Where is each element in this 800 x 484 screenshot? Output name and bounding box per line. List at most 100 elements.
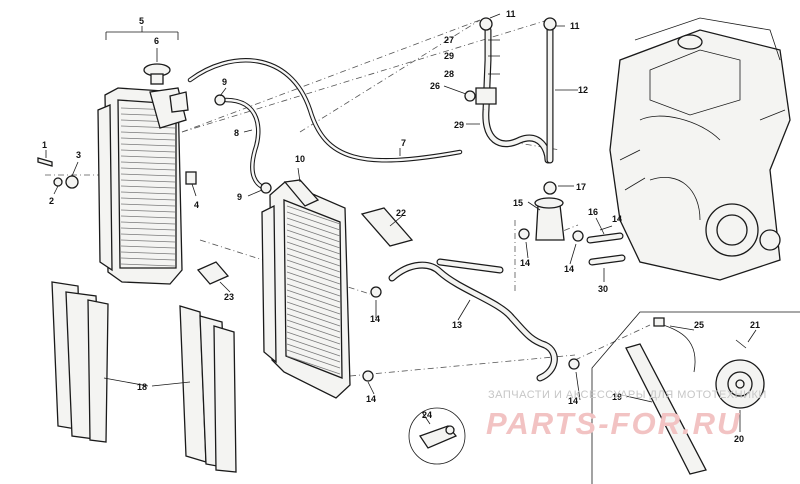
radiator-fin	[120, 143, 176, 147]
radiator-fin	[120, 161, 176, 165]
callout-26: 26	[430, 81, 440, 91]
radiator-fin	[120, 245, 176, 249]
radiator-fin	[120, 227, 176, 231]
radiator-fin	[120, 131, 176, 135]
radiator-fin	[120, 167, 176, 171]
callout-14-thermostat: 14	[520, 258, 530, 268]
radiator-fin	[120, 197, 176, 201]
radiator-fin	[286, 343, 341, 363]
overflow-hoses	[187, 58, 463, 191]
radiator-fin	[120, 251, 176, 255]
fan-inset	[591, 311, 800, 484]
radiator-fin	[286, 205, 341, 225]
callout-25: 25	[694, 320, 704, 330]
radiator-fin	[120, 137, 176, 141]
engine-outline	[609, 17, 791, 281]
radiator-fin	[120, 149, 176, 153]
upper-hose-assembly	[464, 26, 554, 164]
callout-12: 12	[578, 85, 588, 95]
radiator-shrouds	[51, 281, 237, 473]
radiator-fin	[286, 265, 341, 285]
radiator-fin	[286, 349, 341, 369]
radiator-fin	[286, 223, 341, 243]
radiator-right	[261, 179, 351, 399]
radiator-fin	[286, 271, 341, 291]
callout-6: 6	[154, 36, 159, 46]
callout-14-engine: 14	[612, 214, 622, 224]
radiator-fin	[286, 283, 341, 303]
bypass-hoses	[586, 232, 626, 266]
callout-numbers: 5 6 9 8 7 10 9 1 3 2 4 11 11 27 29 28 26…	[42, 9, 760, 444]
radiator-fin	[286, 331, 341, 351]
callout-10: 10	[295, 154, 305, 164]
callout-20: 20	[734, 434, 744, 444]
radiator-fin	[286, 247, 341, 267]
callout-24: 24	[422, 410, 432, 420]
radiator-fin	[120, 203, 176, 207]
radiator-fin	[286, 241, 341, 261]
thermostat-housing	[534, 197, 565, 241]
radiator-fin	[120, 233, 176, 237]
callout-15: 15	[513, 198, 523, 208]
watermark-logo-text: PARTS-FOR.RU	[486, 406, 741, 441]
radiator-fin	[120, 209, 176, 213]
callout-14-radiator: 14	[370, 314, 380, 324]
radiator-fin	[286, 253, 341, 273]
callout-29-upper: 29	[444, 51, 454, 61]
callout-22: 22	[396, 208, 406, 218]
radiator-fin	[120, 257, 176, 261]
callout-23: 23	[224, 292, 234, 302]
callout-29-lower: 29	[454, 120, 464, 130]
radiator-left	[97, 63, 189, 285]
callout-14-lower: 14	[366, 394, 376, 404]
radiator-fin	[120, 185, 176, 189]
callout-2: 2	[49, 196, 54, 206]
radiator-fin	[120, 191, 176, 195]
callout-18: 18	[137, 382, 147, 392]
radiator-fin	[120, 155, 176, 159]
callout-4: 4	[194, 200, 199, 210]
callout-16: 16	[588, 207, 598, 217]
callout-1: 1	[42, 140, 47, 150]
callout-9-lower: 9	[237, 192, 242, 202]
callout-11-right: 11	[570, 21, 580, 31]
radiator-fin	[286, 313, 341, 333]
bracket-inset	[408, 407, 466, 465]
radiator-fin	[120, 215, 176, 219]
callout-13: 13	[452, 320, 462, 330]
radiator-fin	[120, 221, 176, 225]
radiator-fin	[286, 337, 341, 357]
radiator-fin	[286, 277, 341, 297]
radiator-fin	[120, 173, 176, 177]
radiator-fin	[286, 211, 341, 231]
radiator-fin	[286, 289, 341, 309]
radiator-fin	[286, 301, 341, 321]
radiator-fin	[120, 125, 176, 129]
radiator-fin	[286, 259, 341, 279]
radiator-fin	[286, 325, 341, 345]
callout-30: 30	[598, 284, 608, 294]
callout-11-left: 11	[506, 9, 516, 19]
callout-14-mid: 14	[564, 264, 574, 274]
callout-27: 27	[444, 35, 454, 45]
radiator-fin	[286, 307, 341, 327]
radiator-fin	[120, 263, 176, 267]
radiator-fin	[120, 239, 176, 243]
callout-7: 7	[401, 138, 406, 148]
radiator-fin	[286, 319, 341, 339]
callout-8: 8	[234, 128, 239, 138]
callout-9: 9	[222, 77, 227, 87]
foam-pads	[196, 207, 414, 285]
callout-19: 19	[612, 392, 622, 402]
radiator-fin	[286, 295, 341, 315]
radiator-fin	[286, 355, 341, 375]
radiator-fin	[120, 179, 176, 183]
watermark-tagline: ЗАПЧАСТИ И АКСЕССУАРЫ ДЛЯ МОТОТЕХНИКИ	[488, 389, 767, 401]
callout-3: 3	[76, 150, 81, 160]
leader-lines	[45, 13, 757, 432]
callout-17: 17	[576, 182, 586, 192]
watermark: ЗАПЧАСТИ И АКСЕССУАРЫ ДЛЯ МОТОТЕХНИКИ PA…	[486, 389, 767, 441]
callout-28: 28	[444, 69, 454, 79]
